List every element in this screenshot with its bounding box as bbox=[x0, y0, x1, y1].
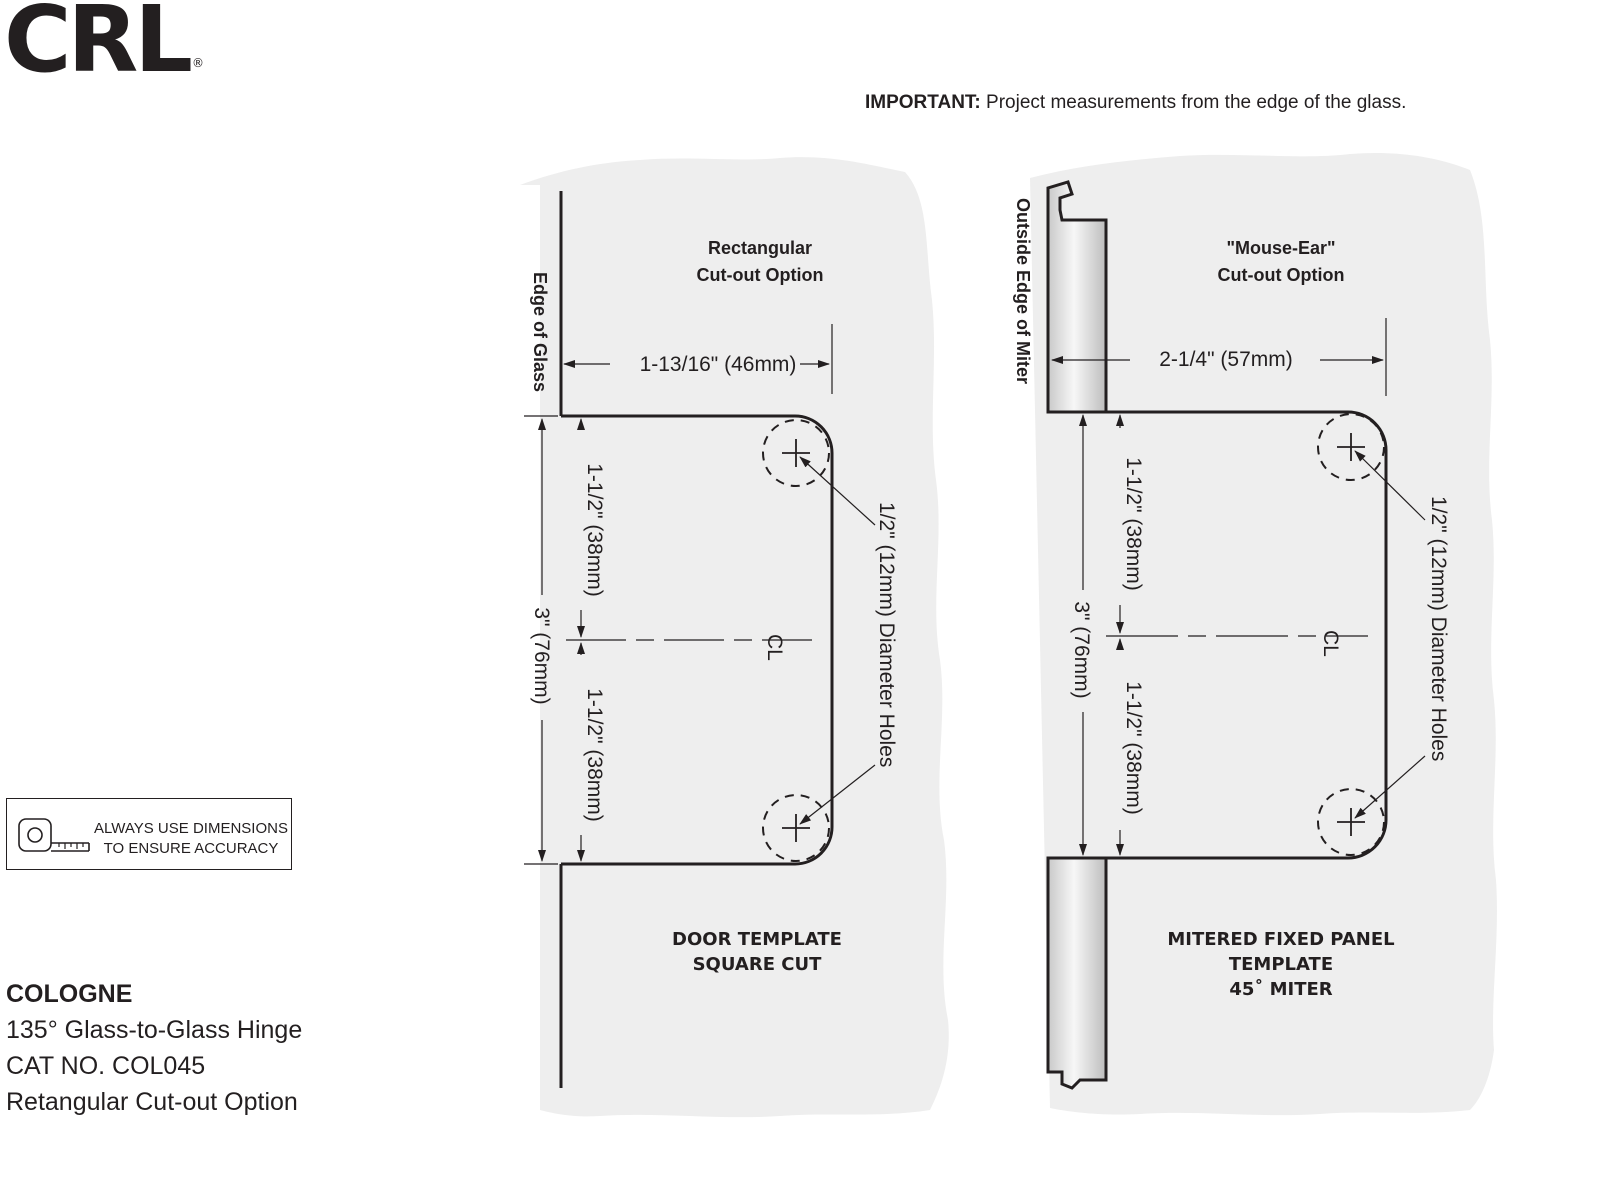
important-prefix: IMPORTANT: bbox=[865, 92, 981, 113]
door-holes-leader-1 bbox=[799, 456, 876, 526]
door-template: Edge of Glass Rectangular Cut-out Option… bbox=[524, 191, 898, 1088]
crl-logo: CRL bbox=[4, 0, 193, 93]
panel-template-title-line2: TEMPLATE bbox=[1229, 954, 1333, 975]
tape-measure-icon bbox=[18, 818, 90, 852]
panel-lower-hole-cross bbox=[1337, 808, 1365, 836]
accuracy-notice-line2: TO ENSURE ACCURACY bbox=[103, 840, 279, 857]
panel-holes-label: 1/2" (12mm) Diameter Holes bbox=[1427, 496, 1450, 761]
door-template-title-line2: SQUARE CUT bbox=[693, 954, 823, 975]
panel-upper-hole bbox=[1317, 413, 1385, 481]
door-holes-leader-2 bbox=[799, 764, 876, 825]
product-info: COLOGNE 135° Glass-to-Glass Hinge CAT NO… bbox=[6, 976, 302, 1120]
accuracy-notice-line1: ALWAYS USE DIMENSIONS bbox=[94, 820, 288, 837]
door-upper-half-dimension: 1-1/2" (38mm) bbox=[583, 463, 606, 597]
door-holes-label: 1/2" (12mm) Diameter Holes bbox=[875, 502, 898, 767]
panel-template-title-line1: MITERED FIXED PANEL bbox=[1167, 929, 1394, 950]
door-centerline-label: CL bbox=[763, 634, 786, 661]
panel-holes-leader-1 bbox=[1354, 450, 1426, 521]
panel-template-title-line3: 45˚ MITER bbox=[1229, 978, 1332, 1000]
door-edge-label: Edge of Glass bbox=[530, 272, 550, 392]
panel-total-height-dimension: 3" (76mm) bbox=[1070, 601, 1093, 698]
product-description: 135° Glass-to-Glass Hinge bbox=[6, 1016, 303, 1044]
catalog-number: CAT NO. COL045 bbox=[6, 1052, 206, 1080]
panel-glass-upper bbox=[1046, 180, 1108, 414]
panel-lower-half-dimension: 1-1/2" (38mm) bbox=[1122, 681, 1145, 815]
door-cutout-label-line1: Rectangular bbox=[708, 238, 812, 258]
door-cutout-outline bbox=[561, 414, 834, 866]
door-template-background bbox=[520, 157, 949, 1118]
important-notice: IMPORTANT: Project measurements from the… bbox=[865, 92, 1406, 114]
door-lower-half-dimension: 1-1/2" (38mm) bbox=[583, 688, 606, 822]
door-upper-hole bbox=[762, 419, 830, 487]
panel-edge-label: Outside Edge of Miter bbox=[1013, 198, 1033, 384]
important-text: Project measurements from the edge of th… bbox=[980, 92, 1407, 113]
door-upper-hole-cross bbox=[782, 439, 810, 467]
panel-centerline-label: CL bbox=[1319, 630, 1342, 657]
door-template-title-line1: DOOR TEMPLATE bbox=[672, 929, 842, 950]
panel-holes-leader-2 bbox=[1354, 755, 1426, 819]
door-cutout-label-line2: Cut-out Option bbox=[697, 265, 824, 285]
panel-lower-hole bbox=[1317, 788, 1385, 856]
panel-cutout-label-line1: "Mouse-Ear" bbox=[1226, 238, 1335, 258]
cutout-option: Retangular Cut-out Option bbox=[6, 1088, 298, 1116]
panel-template-background bbox=[1030, 152, 1497, 1116]
door-width-dimension: 1-13/16" (46mm) bbox=[640, 353, 797, 376]
panel-glass-lower bbox=[1046, 856, 1108, 1090]
door-lower-hole-cross bbox=[782, 814, 810, 842]
registered-mark: ® bbox=[192, 56, 204, 70]
panel-upper-hole-cross bbox=[1337, 433, 1365, 461]
panel-cutout-outline bbox=[1106, 410, 1388, 860]
door-total-height-dimension: 3" (76mm) bbox=[530, 607, 553, 704]
panel-cutout-label-line2: Cut-out Option bbox=[1218, 265, 1345, 285]
panel-upper-half-dimension: 1-1/2" (38mm) bbox=[1122, 457, 1145, 591]
panel-width-dimension: 2-1/4" (57mm) bbox=[1159, 348, 1293, 371]
accuracy-notice-text: ALWAYS USE DIMENSIONS TO ENSURE ACCURACY bbox=[93, 819, 289, 859]
accuracy-notice-box: ALWAYS USE DIMENSIONS TO ENSURE ACCURACY bbox=[6, 798, 292, 870]
door-lower-hole bbox=[762, 794, 830, 862]
panel-template: Outside Edge of Miter "Mouse-Ear" Cut-ou… bbox=[1013, 180, 1450, 1090]
product-name: COLOGNE bbox=[6, 980, 133, 1008]
